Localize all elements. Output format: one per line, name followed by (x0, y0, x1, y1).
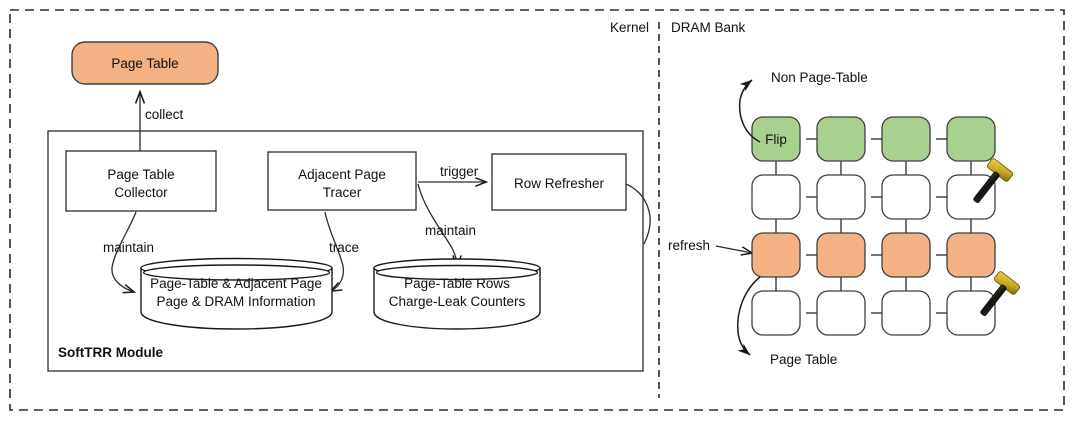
dram-cell-r3c2[interactable] (816, 232, 866, 278)
dram-cell-r1c2[interactable] (816, 116, 866, 162)
page-table-bottom-label: Page Table (770, 352, 837, 367)
datastore-1-label-1: Page-Table & Adjacent Page (150, 276, 322, 291)
dram-cell-r1c3[interactable] (881, 116, 931, 162)
datastore-2-label-2: Charge-Leak Counters (389, 294, 526, 309)
page-table-collector-label-2: Collector (114, 185, 168, 200)
dram-grid-connectors (775, 138, 972, 314)
edge-non-page-table-path (738, 79, 761, 143)
edge-refresh-path (625, 183, 651, 245)
row-refresher-box[interactable] (491, 153, 627, 211)
page-table-collector-box[interactable] (65, 150, 217, 212)
page-table-node[interactable] (71, 41, 219, 85)
adjacent-page-tracer-label-2: Tracer (323, 185, 362, 200)
hammer-icon-bottom (980, 271, 1021, 317)
dram-cell-r3c1[interactable] (751, 232, 801, 278)
non-page-table-label: Non Page-Table (771, 70, 868, 85)
outer-dashed-frame (9, 9, 1065, 411)
dram-cell-r3c3[interactable] (881, 232, 931, 278)
datastore-charge-leak-counters[interactable] (373, 258, 541, 330)
dram-cell-r2c3[interactable] (881, 174, 931, 220)
softtrr-module-label: SoftTRR Module (58, 345, 163, 360)
dram-cell-r4c2[interactable] (816, 290, 866, 336)
dram-cell-flip-label: Flip (765, 132, 787, 147)
dram-cell-r1c4[interactable] (946, 116, 996, 162)
dram-cell-r4c1[interactable] (751, 290, 801, 336)
kernel-label: Kernel (610, 20, 649, 35)
dram-bank-label: DRAM Bank (671, 20, 746, 35)
dram-cell-r3c4[interactable] (946, 232, 996, 278)
adjacent-page-tracer-label-1: Adjacent Page (298, 167, 386, 182)
page-table-node-label: Page Table (111, 56, 178, 71)
datastore-1-label-2: Page & DRAM Information (156, 294, 315, 309)
edge-refresh-label: refresh (668, 238, 710, 253)
dram-cell-r2c2[interactable] (816, 174, 866, 220)
edge-trace-path (324, 211, 345, 293)
edge-trace-label: trace (329, 240, 359, 255)
dram-row-green: Flip (751, 116, 996, 162)
edge-maintain-left-path (111, 211, 137, 294)
dram-cell-r4c3[interactable] (881, 290, 931, 336)
edge-refresh-arrow (715, 245, 755, 256)
hammer-icon-top (973, 158, 1014, 204)
edge-maintain-right-label: maintain (425, 223, 476, 238)
dram-row-white-1 (751, 174, 996, 220)
edge-page-table-bottom-path (736, 276, 761, 356)
edge-maintain-left-label: maintain (103, 240, 154, 255)
datastore-page-table-adjacent[interactable] (140, 257, 333, 330)
dram-row-orange (751, 232, 996, 278)
dram-cell-r4c4[interactable] (946, 290, 996, 336)
adjacent-page-tracer-box[interactable] (267, 151, 417, 211)
dram-cell-r1c1[interactable] (751, 116, 801, 162)
edge-trigger-label: trigger (440, 164, 479, 179)
row-refresher-label: Row Refresher (514, 176, 605, 191)
page-table-collector-label-1: Page Table (107, 167, 174, 182)
dram-cell-r2c1[interactable] (751, 174, 801, 220)
dram-row-white-2 (751, 290, 996, 336)
datastore-2-label-1: Page-Table Rows (404, 276, 510, 291)
edge-collect-label: collect (145, 107, 184, 122)
